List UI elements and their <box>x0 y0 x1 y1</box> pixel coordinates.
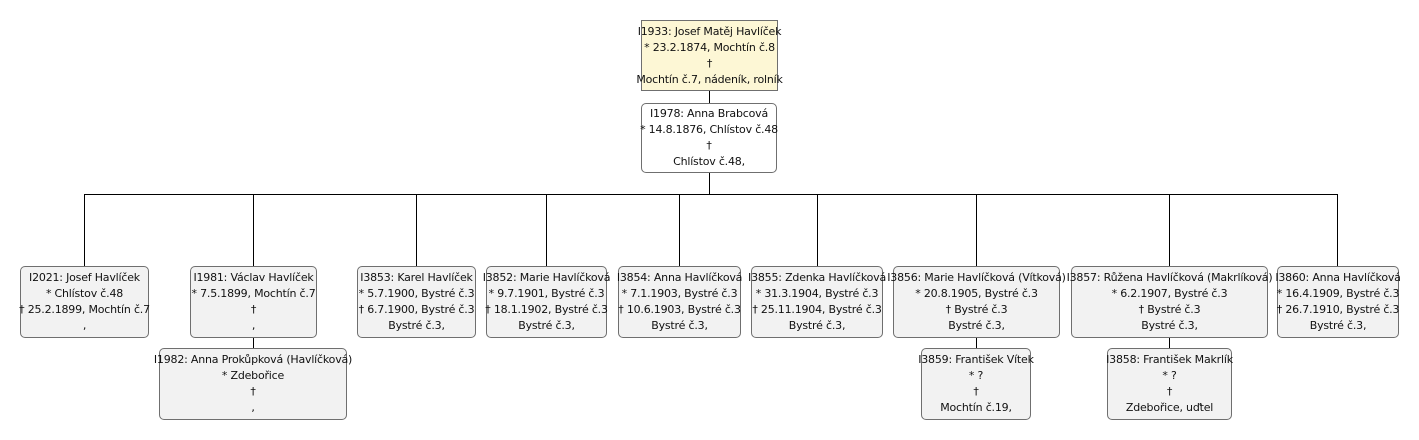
person-info: Bystré č.3, <box>651 319 708 332</box>
person-info: , <box>251 401 255 414</box>
person-info: Bystré č.3, <box>518 319 575 332</box>
person-birth: * 6.2.1907, Bystré č.3 <box>1111 287 1228 300</box>
person-box-child-spouse[interactable]: I1982: Anna Prokůpková (Havlíčková) * Zd… <box>154 348 352 420</box>
person-box-child[interactable]: I2021: Josef Havlíček * Chlístov č.48 † … <box>19 266 150 338</box>
person-death: † 18.1.1902, Bystré č.3 <box>485 303 608 316</box>
person-box-child[interactable]: I3857: Růžena Havlíčková (Makrlíková) * … <box>1067 266 1273 338</box>
person-name: I3859: František Vítek <box>918 353 1034 366</box>
person-death: † <box>250 385 256 398</box>
person-name: I1978: Anna Brabcová <box>650 107 768 120</box>
person-info: Mochtín č.19, <box>940 401 1012 414</box>
person-info: Bystré č.3, <box>1309 319 1367 332</box>
person-death: † Bystré č.3 <box>945 303 1008 316</box>
person-box-child-spouse[interactable]: I3858: František Makrlík * ? † Zdebořice… <box>1106 348 1233 420</box>
person-death: † 6.7.1900, Bystré č.3 <box>358 303 475 316</box>
person-death: † <box>706 139 712 152</box>
person-death: † 26.7.1910, Bystré č.3 <box>1276 303 1400 316</box>
person-birth: * 14.8.1876, Chlístov č.48 <box>640 123 778 136</box>
person-info: , <box>82 319 87 332</box>
person-birth: * 7.1.1903, Bystré č.3 <box>621 287 738 300</box>
person-birth: * 16.4.1909, Bystré č.3 <box>1276 287 1400 300</box>
person-birth: * 31.3.1904, Bystré č.3 <box>755 287 879 300</box>
person-name: I1981: Václav Havlíček <box>193 271 314 284</box>
person-info: Chlístov č.48, <box>673 155 745 168</box>
person-birth: * Zdebořice <box>221 369 285 382</box>
person-death: † <box>706 56 713 70</box>
person-name: I3854: Anna Havlíčková <box>616 271 743 284</box>
person-birth: * Chlístov č.48 <box>45 287 124 300</box>
person-info: Zdebořice, uďtel <box>1125 401 1214 414</box>
person-info: Bystré č.3, <box>948 319 1005 332</box>
person-box-child[interactable]: I3853: Karel Havlíček * 5.7.1900, Bystré… <box>357 266 476 338</box>
person-box-child[interactable]: I3852: Marie Havlíčková * 9.7.1901, Byst… <box>483 266 610 338</box>
person-birth: * 23.2.1874, Mochtín č.8 <box>644 40 775 54</box>
person-info: Bystré č.3, <box>388 319 445 332</box>
person-birth: * 5.7.1900, Bystré č.3 <box>358 287 475 300</box>
person-death: † <box>973 385 979 398</box>
person-box-child-spouse[interactable]: I3859: František Vítek * ? † Mochtín č.1… <box>918 348 1034 420</box>
person-info: Bystré č.3, <box>788 319 846 332</box>
person-birth: * ? <box>968 369 984 382</box>
person-death: † <box>250 303 257 316</box>
person-info: Bystré č.3, <box>1141 319 1198 332</box>
person-name: I1982: Anna Prokůpková (Havlíčková) <box>153 353 353 366</box>
person-birth: * 20.8.1905, Bystré č.3 <box>915 287 1038 300</box>
person-name: I3855: Zdenka Havlíčková <box>748 271 886 284</box>
person-box-root[interactable]: I1933: Josef Matěj Havlíček * 23.2.1874,… <box>636 20 783 91</box>
person-death: † 10.6.1903, Bystré č.3 <box>618 303 741 316</box>
person-death: † 25.2.1899, Mochtín č.7 <box>19 303 150 316</box>
person-name: I3856: Marie Havlíčková (Vítková) <box>887 271 1066 284</box>
person-death: † 25.11.1904, Bystré č.3 <box>752 303 882 316</box>
person-birth: * ? <box>1162 369 1177 382</box>
person-box-child[interactable]: I3855: Zdenka Havlíčková * 31.3.1904, By… <box>748 266 886 338</box>
person-death: † <box>1166 385 1173 398</box>
person-box-child[interactable]: I3856: Marie Havlíčková (Vítková) * 20.8… <box>887 266 1066 338</box>
person-info: Mochtín č.7, nádeník, rolník <box>636 72 783 86</box>
person-box-child[interactable]: I3860: Anna Havlíčková * 16.4.1909, Byst… <box>1275 266 1401 338</box>
person-name: I3860: Anna Havlíčková <box>1275 271 1401 284</box>
person-birth: * 9.7.1901, Bystré č.3 <box>488 287 605 300</box>
person-info: , <box>251 319 256 332</box>
person-name: I1933: Josef Matěj Havlíček <box>637 24 782 38</box>
person-death: † Bystré č.3 <box>1138 303 1201 316</box>
person-name: I3853: Karel Havlíček <box>360 271 473 284</box>
person-name: I2021: Josef Havlíček <box>29 271 140 284</box>
person-birth: * 7.5.1899, Mochtín č.7 <box>191 287 316 300</box>
person-box-child[interactable]: I3854: Anna Havlíčková * 7.1.1903, Bystr… <box>616 266 743 338</box>
person-box-child[interactable]: I1981: Václav Havlíček * 7.5.1899, Mocht… <box>190 266 317 338</box>
person-name: I3858: František Makrlík <box>1106 353 1233 366</box>
person-name: I3857: Růžena Havlíčková (Makrlíková) <box>1066 271 1273 284</box>
person-name: I3852: Marie Havlíčková <box>482 271 611 284</box>
person-box-spouse[interactable]: I1978: Anna Brabcová * 14.8.1876, Chlíst… <box>640 103 778 173</box>
